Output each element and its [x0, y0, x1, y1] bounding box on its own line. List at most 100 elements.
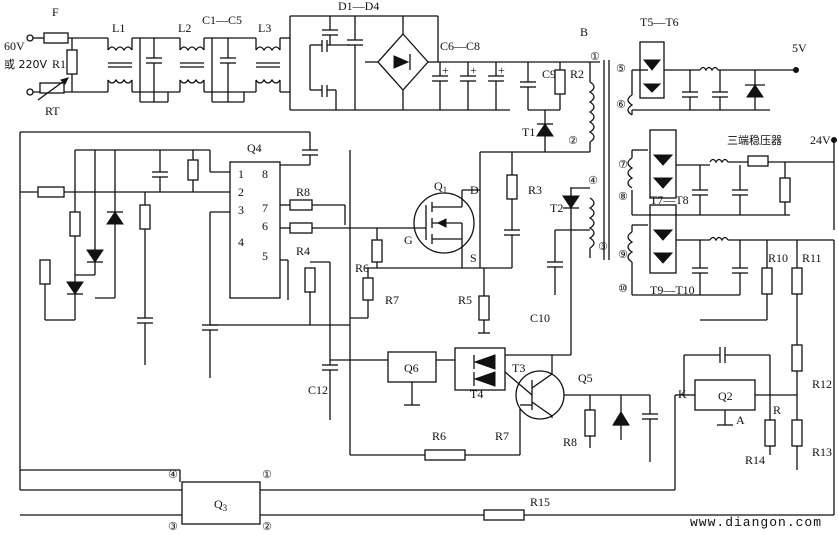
optocoupler-q6 — [387, 351, 437, 383]
label-d1-d4: D1—D4 — [338, 0, 379, 13]
resistor-r6-upper — [371, 239, 383, 263]
thermistor-rt — [39, 82, 65, 94]
label-r7-bottom: R7 — [495, 429, 509, 443]
q3-pin-3: ③ — [168, 520, 178, 533]
winding-3: ③ — [598, 240, 608, 253]
label-r14: R14 — [745, 453, 765, 467]
label-a: A — [736, 413, 745, 427]
controller-q4 — [19, 131, 350, 471]
bulk-capacitors: + + + — [432, 16, 600, 111]
capacitor-c7 — [460, 62, 476, 110]
label-5v: 5V — [792, 41, 807, 55]
q4-pin-1: 1 — [238, 167, 244, 181]
inductor-l2 — [179, 46, 205, 52]
q4-pin-2: 2 — [238, 185, 244, 199]
mosfet-q1 — [405, 151, 545, 334]
label-t1: T1 — [522, 125, 535, 139]
label-k: K — [678, 387, 687, 401]
resistor-r8 — [289, 199, 313, 211]
winding-2: ② — [568, 134, 578, 147]
q4-pin-3: 3 — [238, 203, 244, 217]
output-24v — [631, 129, 837, 230]
regulator-24v — [747, 155, 769, 167]
winding-4: ④ — [588, 174, 598, 187]
resistor-r1 — [66, 49, 78, 75]
winding-8: ⑧ — [618, 190, 628, 203]
label-r2: R2 — [570, 67, 584, 81]
inductor-l1 — [107, 46, 133, 52]
diode-t2 — [562, 195, 580, 209]
label-24v: 24V — [810, 133, 831, 147]
label-r11: R11 — [802, 251, 822, 265]
label-regulator: 三端稳压器 — [727, 133, 782, 147]
input-section — [26, 15, 438, 111]
capacitor-c8 — [488, 62, 504, 110]
resistor-r5 — [478, 295, 490, 321]
label-q2: Q2 — [718, 389, 733, 403]
q4-pin-7: 7 — [262, 201, 268, 215]
label-q3: Q3 — [214, 497, 228, 513]
label-g: G — [404, 233, 413, 247]
label-c1-c5: C1—C5 — [202, 13, 242, 27]
winding-7: ⑦ — [618, 158, 628, 171]
resistor-r4 — [304, 267, 316, 293]
label-r6-top: R6 — [355, 261, 369, 275]
feedback-section — [387, 347, 658, 462]
svg-text:+: + — [498, 63, 505, 77]
diode-t1 — [536, 123, 554, 137]
q4-pin-5: 5 — [262, 249, 268, 263]
label-r1: R1 — [52, 57, 66, 71]
label-t4: T4 — [470, 387, 483, 401]
resistor-r8-lower — [584, 409, 596, 437]
label-r7-top: R7 — [385, 293, 399, 307]
label-t9-t10: T9—T10 — [650, 283, 695, 297]
resistor-r3 — [506, 174, 518, 200]
input-terminal-top — [26, 34, 34, 42]
label-c12: C12 — [308, 383, 328, 397]
fuse-f — [43, 32, 69, 44]
resistor-r11 — [791, 267, 803, 295]
label-s: S — [470, 251, 477, 265]
q4-pin-6: 6 — [262, 219, 268, 233]
label-r8-top: R8 — [296, 185, 310, 199]
terminal-5v — [793, 67, 799, 73]
label-f: F — [52, 5, 59, 19]
label-l1: L1 — [112, 21, 125, 35]
inductor-l3 — [255, 46, 281, 52]
winding-9: ⑨ — [618, 248, 628, 261]
label-r15: R15 — [530, 495, 550, 509]
transistor-q5 — [515, 370, 565, 420]
label-r3: R3 — [528, 183, 542, 197]
label-r13: R13 — [812, 445, 832, 459]
resistor-r10 — [761, 267, 773, 295]
label-c10: C10 — [530, 311, 550, 325]
q4-pin-8: 8 — [262, 167, 268, 181]
label-c6-c8: C6—C8 — [440, 39, 480, 53]
label-q4: Q4 — [247, 141, 262, 155]
q3-pin-1: ① — [262, 468, 272, 481]
label-b: B — [580, 25, 588, 39]
label-t3: T3 — [512, 361, 525, 375]
resistor-r7-upper — [362, 277, 374, 301]
input-terminal-bottom — [26, 88, 34, 96]
svg-text:+: + — [470, 63, 477, 77]
q3-pin-2: ② — [262, 520, 272, 533]
transformer-b — [545, 60, 634, 263]
reference-q2 — [674, 344, 803, 490]
label-t5-t6: T5—T6 — [640, 15, 679, 29]
label-c9: C9 — [542, 67, 556, 81]
output-third — [631, 204, 834, 345]
resistor-r12 — [791, 344, 803, 372]
optocoupler-q3 — [181, 481, 261, 525]
capacitor-c6 — [432, 62, 448, 110]
watermark: www.diangon.com — [690, 515, 822, 530]
label-l3: L3 — [258, 21, 271, 35]
label-60v: 60V — [4, 39, 25, 53]
label-l2: L2 — [178, 21, 191, 35]
label-q6: Q6 — [404, 361, 419, 375]
label-r8-bottom: R8 — [563, 435, 577, 449]
output-5v — [631, 41, 799, 115]
label-d: D — [470, 183, 479, 197]
label-q5: Q5 — [578, 371, 593, 385]
label-220v: 或 220V — [4, 58, 47, 71]
